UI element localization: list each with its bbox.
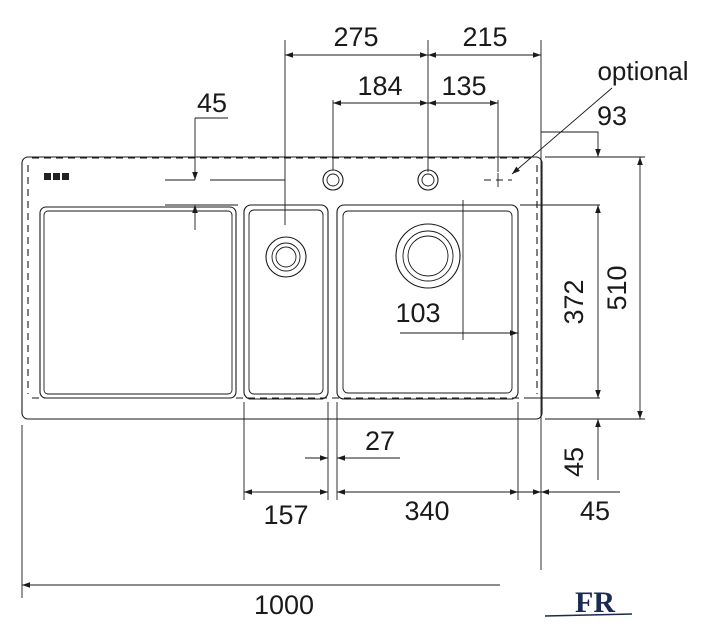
- dim-93: 93: [597, 101, 627, 131]
- dimension-lines: [22, 52, 643, 588]
- optional-tap-hole: [484, 173, 512, 187]
- dim-103: 103: [395, 298, 440, 328]
- tap-hole-2: [417, 169, 439, 191]
- drainer-area: [39, 206, 237, 399]
- large-bowl: [336, 204, 519, 400]
- dim-215: 215: [462, 22, 507, 52]
- brand-logo: FR: [544, 586, 633, 619]
- dim-45-top: 45: [197, 88, 227, 118]
- extension-lines: [21, 40, 645, 598]
- dim-1000: 1000: [254, 590, 314, 620]
- dim-157: 157: [263, 500, 308, 530]
- small-bowl: [243, 204, 329, 400]
- dim-27: 27: [365, 426, 395, 456]
- dim-45-right-vertical: 45: [559, 447, 589, 477]
- dim-135: 135: [441, 71, 486, 101]
- dim-372: 372: [559, 279, 589, 324]
- sink-outline: [21, 156, 543, 420]
- brand-plate-icon: [44, 173, 69, 180]
- dim-184: 184: [357, 71, 402, 101]
- dim-45-right-horizontal: 45: [580, 496, 610, 526]
- svg-text:FR: FR: [575, 586, 615, 619]
- dim-340: 340: [404, 496, 449, 526]
- tap-hole-1: [322, 169, 344, 191]
- optional-label: optional: [597, 56, 688, 86]
- dim-275: 275: [333, 22, 378, 52]
- dim-510: 510: [602, 265, 632, 310]
